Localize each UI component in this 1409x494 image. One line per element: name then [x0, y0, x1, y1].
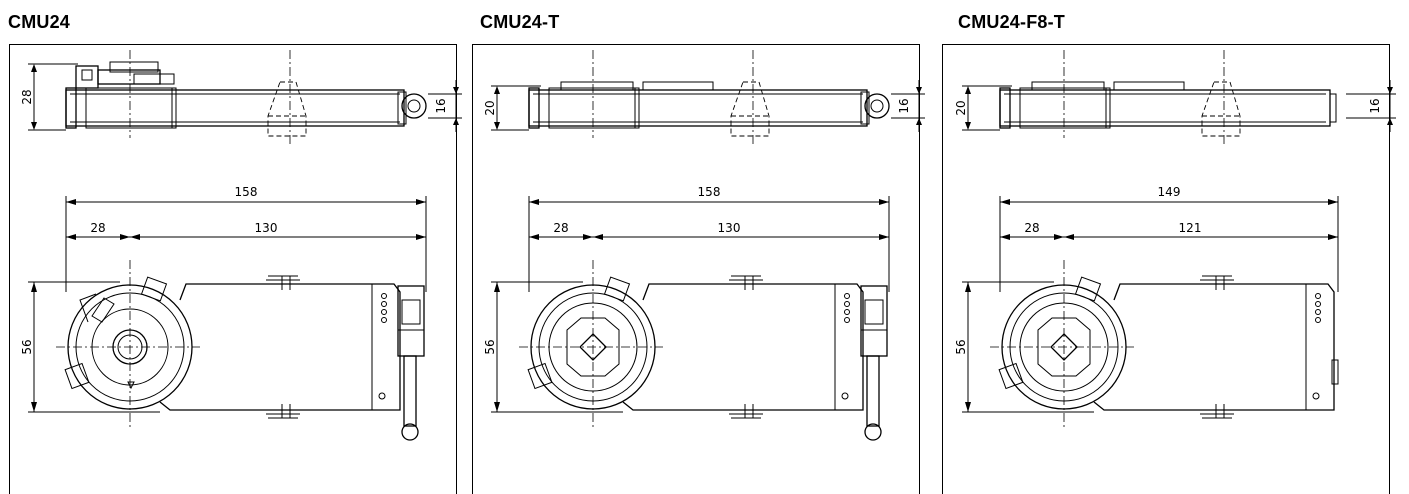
side-height-label: 20 [954, 100, 968, 115]
panel-title: CMU24-F8-T [958, 12, 1066, 32]
side-depth-label: 16 [1368, 98, 1382, 113]
plan-view: 158 28 130 56 [20, 185, 427, 441]
plan-view: 158 28 130 56 [483, 185, 890, 441]
height-label: 56 [483, 339, 497, 354]
offset-right-label: 121 [1179, 221, 1202, 235]
side-height-label: 20 [483, 100, 497, 115]
offset-right-label: 130 [255, 221, 278, 235]
panel-title: CMU24 [8, 12, 71, 32]
overall-width-label: 158 [698, 185, 721, 199]
side-view: 20 [483, 50, 925, 146]
side-height-label: 28 [20, 89, 34, 104]
side-depth-label: 16 [434, 98, 448, 113]
overall-width-label: 158 [235, 185, 258, 199]
plan-view: 149 28 121 56 [954, 185, 1339, 430]
drawing-frame [942, 44, 1390, 494]
side-view: 28 [20, 50, 462, 146]
height-label: 56 [20, 339, 34, 354]
height-label: 56 [954, 339, 968, 354]
overall-width-label: 149 [1158, 185, 1181, 199]
drawing-frame [9, 44, 457, 494]
offset-left-label: 28 [90, 221, 105, 235]
side-view: 20 16 [954, 50, 1396, 146]
offset-right-label: 130 [718, 221, 741, 235]
offset-left-label: 28 [1024, 221, 1039, 235]
drawing-frame [472, 44, 920, 494]
offset-left-label: 28 [553, 221, 568, 235]
side-depth-label: 16 [897, 98, 911, 113]
panel-title: CMU24-T [480, 12, 560, 32]
